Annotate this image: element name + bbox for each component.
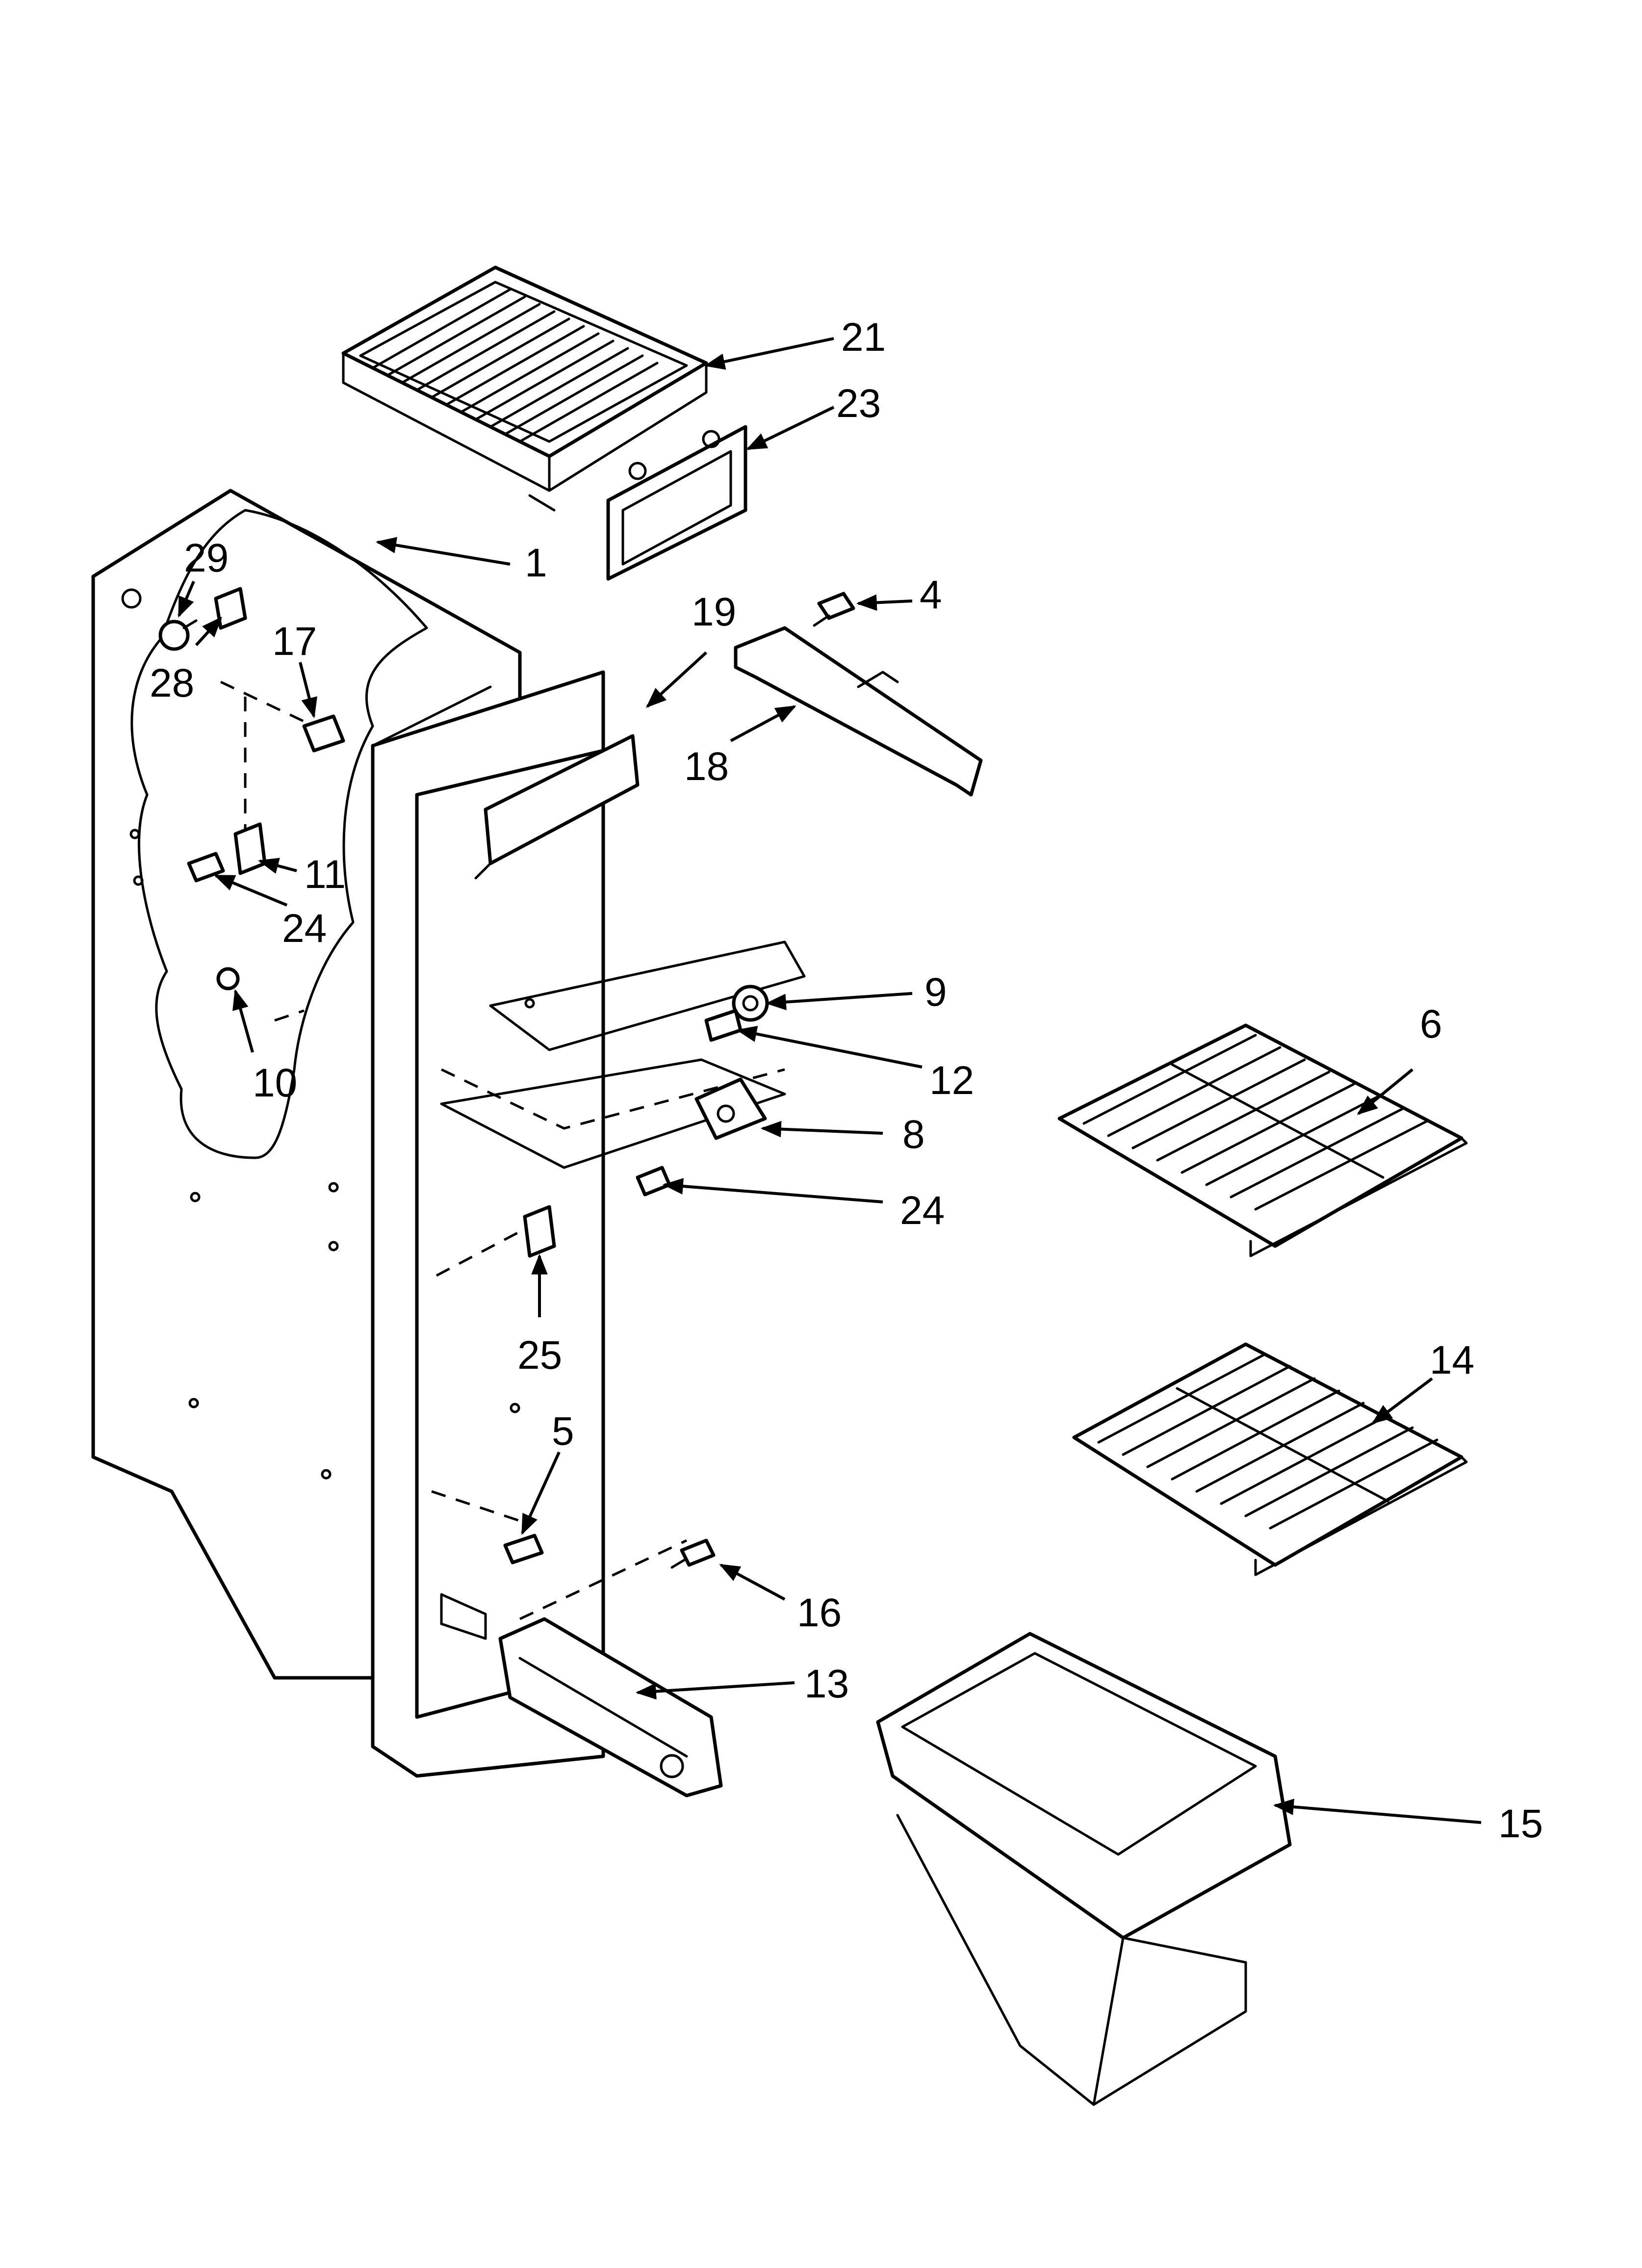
storage-bin <box>876 1632 1292 2106</box>
wire-shelf-6 <box>1057 1023 1468 1257</box>
callout-16: 16 <box>797 1590 842 1635</box>
leader-9 <box>765 992 913 1011</box>
top-shelf-grille <box>341 265 708 512</box>
callout-8: 8 <box>902 1112 925 1157</box>
roller-9 <box>732 985 769 1022</box>
callout-1: 1 <box>525 541 547 585</box>
leader-lines <box>178 337 1482 1824</box>
screw-24-right <box>636 1166 671 1197</box>
bracket-8 <box>694 1077 767 1140</box>
callout-18: 18 <box>684 744 729 789</box>
leader-24-left <box>214 874 288 907</box>
leader-10 <box>232 989 254 1053</box>
leader-23 <box>746 406 835 450</box>
callout-23: 23 <box>836 381 881 426</box>
leader-6 <box>1357 1068 1413 1115</box>
rail-bracket <box>734 626 983 797</box>
clip-17 <box>302 714 345 753</box>
fastener-10 <box>216 967 240 991</box>
cover-frame <box>606 425 747 581</box>
callout-9: 9 <box>924 970 947 1015</box>
callout-11: 11 <box>304 852 346 897</box>
callout-24-left: 24 <box>282 906 327 951</box>
leader-29 <box>178 580 195 618</box>
screw-4 <box>813 592 855 627</box>
callout-29: 29 <box>184 536 229 580</box>
callout-14: 14 <box>1430 1338 1474 1382</box>
leader-11 <box>257 858 297 874</box>
leader-5 <box>521 1451 561 1535</box>
callout-labels: 21 23 1 29 4 19 17 28 18 11 24 9 10 12 6… <box>150 315 1543 1846</box>
leader-4 <box>856 594 913 611</box>
leader-18 <box>730 705 796 742</box>
leader-24-right <box>662 1178 883 1203</box>
leader-16 <box>719 1564 786 1601</box>
light-bulb <box>158 619 198 651</box>
callout-15: 15 <box>1498 1801 1543 1846</box>
screw-16 <box>670 1538 716 1569</box>
leader-8 <box>760 1121 883 1138</box>
callout-21: 21 <box>841 315 886 360</box>
cabinet-liner <box>91 489 806 1778</box>
callout-10: 10 <box>253 1061 297 1105</box>
callout-4: 4 <box>920 573 942 617</box>
wire-shelf-14 <box>1072 1342 1468 1576</box>
screw-12 <box>704 1009 743 1042</box>
switch-housing-11 <box>233 822 267 875</box>
callout-13: 13 <box>804 1662 849 1706</box>
callout-24-right: 24 <box>900 1188 945 1233</box>
callout-25: 25 <box>517 1333 562 1378</box>
screw-5 <box>503 1534 544 1564</box>
callout-17: 17 <box>272 619 317 664</box>
air-duct <box>474 734 640 880</box>
callout-6: 6 <box>1420 1002 1442 1046</box>
leader-14 <box>1371 1377 1433 1424</box>
damper-25 <box>523 1205 556 1258</box>
toe-grille <box>498 1617 723 1798</box>
leader-21 <box>704 337 834 370</box>
leader-12 <box>736 1025 923 1069</box>
callout-28: 28 <box>150 661 194 705</box>
callout-5: 5 <box>552 1409 574 1454</box>
callout-12: 12 <box>929 1058 974 1103</box>
leader-19 <box>645 651 708 708</box>
callout-19: 19 <box>692 590 736 634</box>
leader-1 <box>375 537 511 566</box>
leader-17 <box>299 662 317 719</box>
screw-24-left <box>187 852 225 883</box>
leader-28 <box>195 616 222 647</box>
leader-15 <box>1273 1799 1482 1824</box>
leader-13 <box>635 1681 795 1700</box>
